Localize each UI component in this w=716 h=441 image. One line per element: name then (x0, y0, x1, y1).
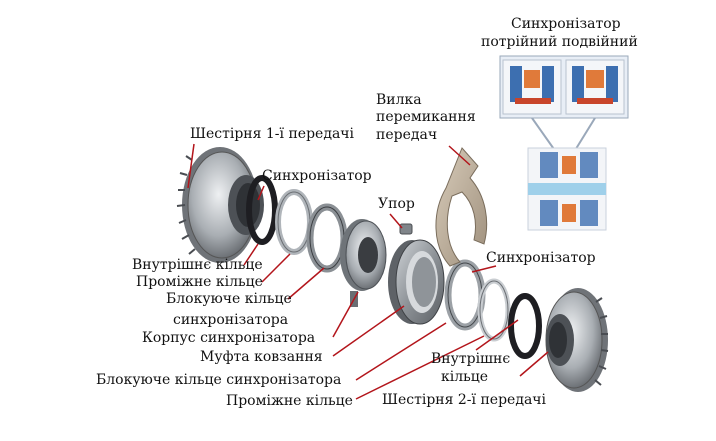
middle-ring-right-icon (477, 278, 511, 342)
leader-blocking-left (287, 267, 325, 300)
leader-middle-left (261, 253, 291, 283)
blocking-ring-right-icon (444, 259, 486, 331)
leader-inner-left (243, 243, 259, 266)
leader-gear2 (519, 351, 549, 377)
label-middle-ring-left: Проміжне кільце (136, 274, 263, 290)
stop-part-icon (399, 223, 413, 235)
leader-inner-right (475, 319, 519, 351)
label-synchronizer-right: Синхронізатор (486, 250, 596, 266)
middle-ring-left-icon (275, 189, 313, 255)
blocking-ring-left-icon (306, 203, 348, 273)
leader-sleeve (332, 305, 405, 357)
label-gear-1: Шестірня 1-ї передачі (190, 126, 355, 142)
gear-2-icon (545, 288, 609, 392)
label-sliding-sleeve: Муфта ковзання (200, 349, 323, 365)
label-blocking-ring-line-2: синхронізатора (173, 312, 289, 328)
inset-subtitle: потрійний подвійний (481, 34, 638, 50)
label-middle-ring-bottom: Проміжне кільце (226, 393, 353, 409)
leader-gear1 (187, 143, 195, 189)
leader-stop (389, 213, 403, 229)
synchronizer-inset-image (499, 55, 629, 231)
label-fork-line-1: Вилка (376, 92, 422, 108)
leader-sync-top (257, 185, 265, 201)
leader-blocking-bottom (355, 322, 447, 381)
leader-fork (448, 145, 471, 166)
label-inner-ring-right-line-1: Внутрішнє (431, 351, 511, 367)
label-inner-ring-right-line-2: кільце (441, 369, 489, 385)
inset-title: Синхронізатор (511, 16, 621, 32)
sliding-sleeve-icon (388, 239, 445, 325)
shift-fork-icon (435, 147, 488, 267)
leader-sync-right (471, 265, 497, 273)
leader-middle-bottom (355, 335, 485, 400)
label-inner-ring-left: Внутрішнє кільце (132, 257, 263, 273)
label-fork-line-2: перемикання (376, 109, 476, 125)
label-synchronizer-top: Синхронізатор (262, 168, 372, 184)
leader-hub (332, 291, 359, 338)
inner-ring-left-icon (246, 175, 278, 245)
label-synchronizer-body: Корпус синхронізатора (142, 330, 316, 346)
label-stop: Упор (378, 196, 415, 212)
synchronizer-hub-icon (340, 219, 387, 307)
inner-ring-right-icon (508, 293, 542, 359)
label-fork-line-3: передач (376, 127, 438, 143)
label-blocking-ring-line-1: Блокуюче кільце (166, 291, 292, 307)
leader-lines (187, 143, 549, 400)
label-gear-2: Шестірня 2-ї передачі (382, 392, 547, 408)
label-blocking-ring-bottom: Блокуюче кільце синхронізатора (96, 372, 342, 388)
